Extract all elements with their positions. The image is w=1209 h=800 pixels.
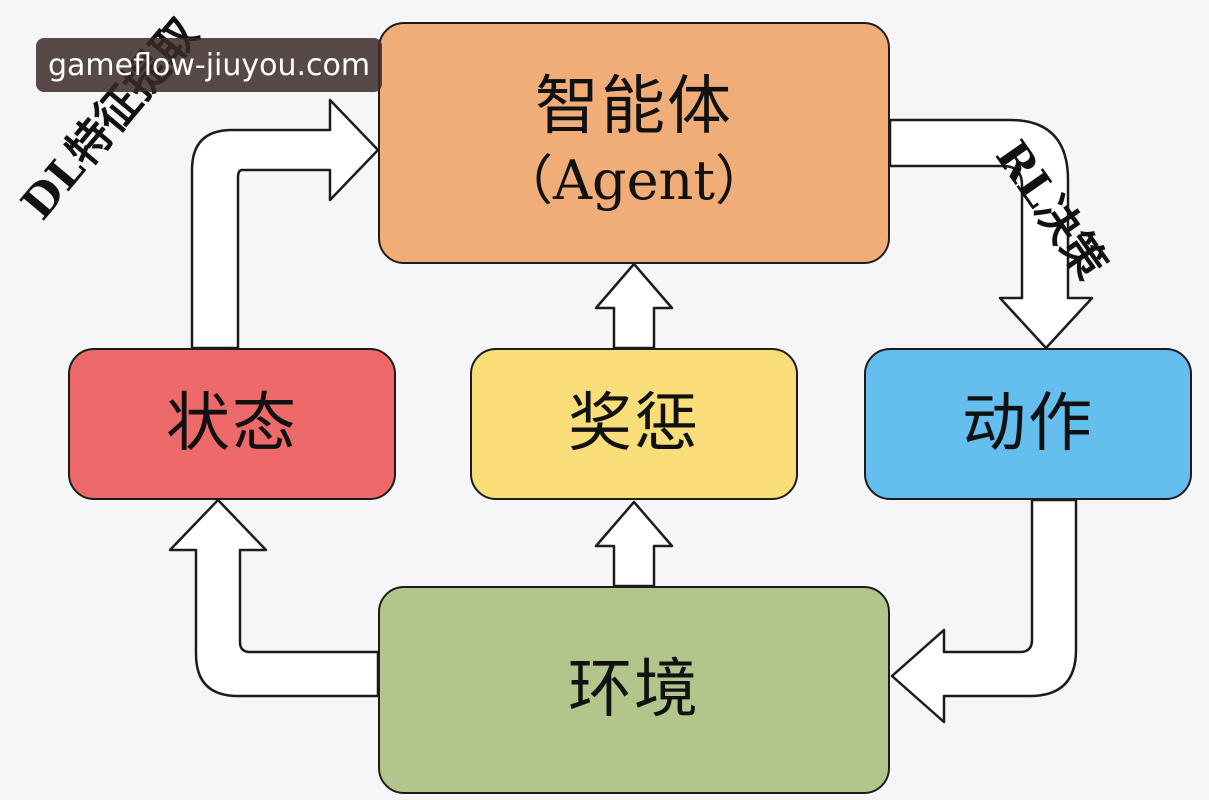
reward-label: 奖惩	[568, 386, 700, 461]
arrow-reward-to-agent	[594, 262, 674, 350]
watermark-badge: gameflow-jiuyou.com	[36, 38, 383, 92]
environment-label: 环境	[568, 652, 700, 727]
action-label: 动作	[962, 386, 1094, 461]
action-box: 动作	[864, 348, 1192, 500]
arrow-state-to-agent	[190, 98, 380, 350]
reward-box: 奖惩	[470, 348, 798, 500]
arrow-environment-to-reward	[594, 500, 674, 588]
agent-title: 智能体	[535, 70, 733, 145]
agent-box: 智能体 （Agent）	[378, 22, 890, 264]
arrow-action-to-environment	[890, 498, 1078, 724]
agent-subtitle: （Agent）	[499, 148, 769, 212]
environment-box: 环境	[378, 586, 890, 794]
arrow-agent-to-action	[888, 118, 1094, 350]
state-box: 状态	[68, 348, 396, 500]
state-label: 状态	[166, 386, 298, 461]
arrow-environment-to-state	[168, 498, 380, 698]
